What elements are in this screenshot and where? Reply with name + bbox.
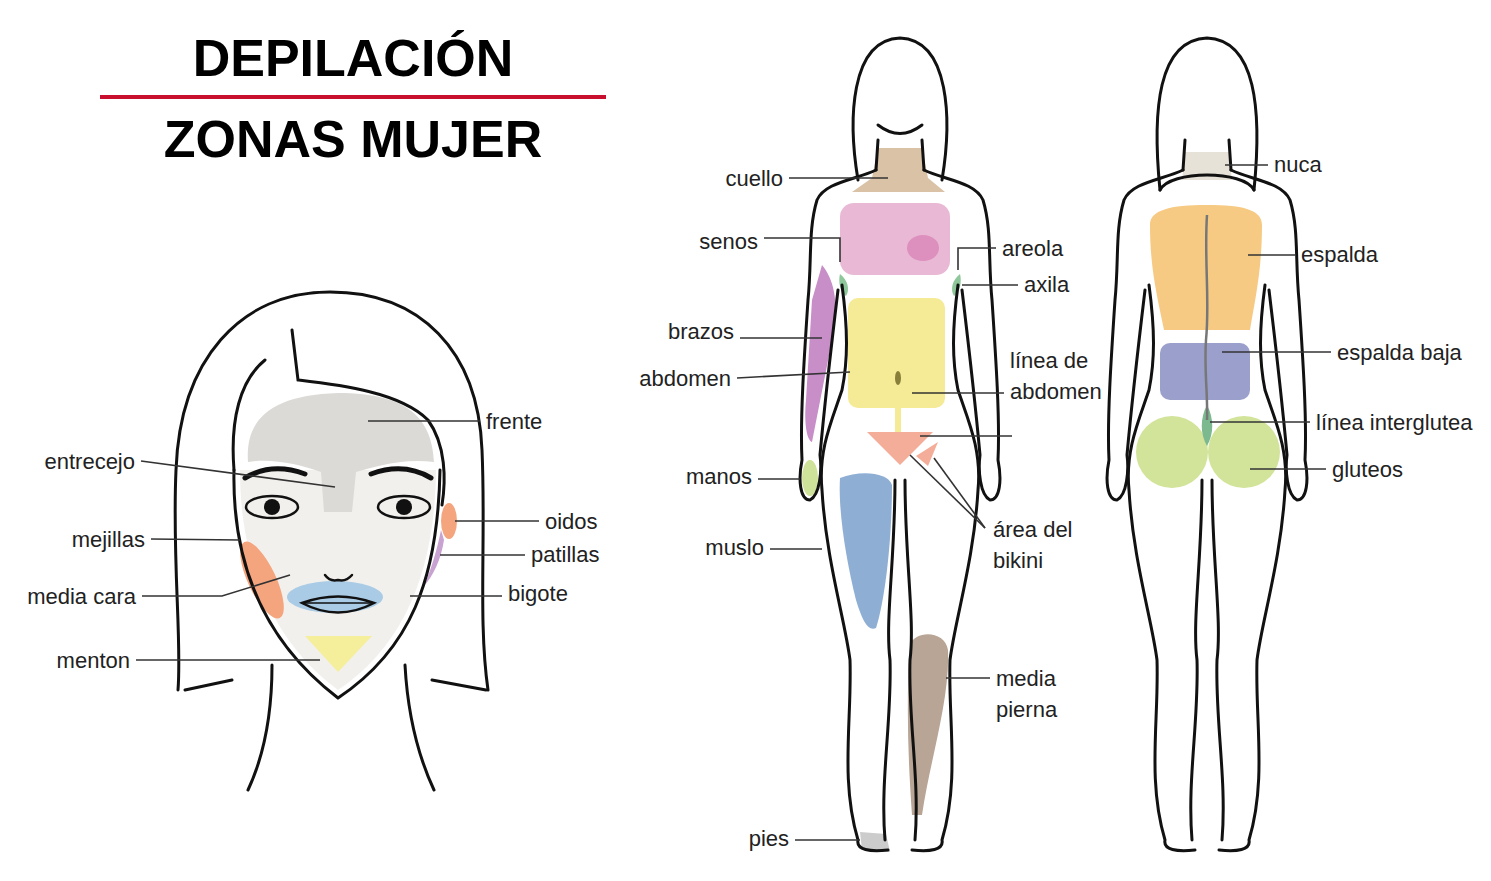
zone-label: frente (486, 406, 542, 437)
zone-label: cuello (726, 163, 783, 194)
front-body-drawing (800, 38, 1000, 852)
title-rule (100, 95, 606, 99)
zone-label: brazos (668, 316, 734, 347)
zone-label: nuca (1274, 149, 1322, 180)
zone-label: espalda baja (1337, 337, 1462, 368)
zone-label: gluteos (1332, 454, 1403, 485)
zone-label: media cara (27, 581, 136, 612)
zone-label: senos (699, 226, 758, 257)
leader-lines (136, 165, 1331, 840)
zone-label: menton (57, 645, 130, 676)
zone-label: pies (749, 823, 789, 854)
zone-label: línea de abdomen (1010, 345, 1120, 407)
zone-label: bigote (508, 578, 568, 609)
subtitle: ZONAS MUJER (164, 109, 542, 169)
zone-label: manos (686, 461, 752, 492)
zone-label: abdomen (639, 363, 731, 394)
zone-label: oidos (545, 506, 598, 537)
zone-label: areola (1002, 233, 1063, 264)
title: DEPILACIÓN (100, 28, 606, 88)
zone-label: muslo (705, 532, 764, 563)
face-drawing (175, 292, 488, 790)
zone-label: línea interglutea (1316, 407, 1473, 438)
zone-label: axila (1024, 269, 1069, 300)
zone-label: mejillas (72, 524, 145, 555)
zone-label: entrecejo (44, 446, 135, 477)
zone-label: área del bikini (993, 514, 1085, 576)
zone-label: patillas (531, 539, 599, 570)
zone-label: espalda (1301, 239, 1378, 270)
zone-label: media pierna (996, 663, 1080, 725)
